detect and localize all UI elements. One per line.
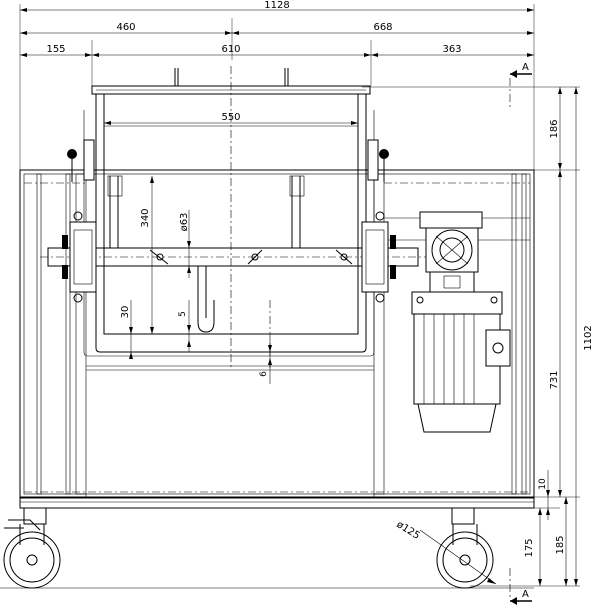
dim-overall-width: 1128	[264, 0, 289, 11]
dim-wheel-height: 175	[524, 538, 535, 557]
section-label-bottom: A	[522, 589, 529, 600]
dim-paddle-height: 340	[140, 208, 151, 227]
section-marker-bottom: A	[509, 568, 532, 605]
wheel-right: ø125	[394, 507, 497, 589]
dim-left-margin: 155	[46, 44, 65, 55]
wheel-left	[3, 507, 61, 589]
internal-dimensions: 340 ø63 30 5 6	[120, 176, 272, 384]
dim-base-to-floor: 185	[555, 535, 566, 554]
section-marker-top: A	[509, 62, 532, 108]
dim-paddle-gap: 5	[178, 311, 188, 317]
section-label-top: A	[522, 62, 529, 73]
dim-right-margin: 363	[442, 44, 461, 55]
top-dimensions: 1128 460 668 155 610 363	[19, 0, 535, 172]
dim-right-section: 668	[373, 22, 392, 33]
mixing-tank: 550	[83, 66, 375, 368]
dim-wall-thickness: 6	[259, 371, 269, 377]
dim-bottom-clearance: 30	[120, 306, 131, 319]
dim-base-thickness: 10	[538, 478, 548, 490]
gearbox-motor	[411, 211, 511, 433]
dim-tank-width: 610	[221, 44, 240, 55]
dim-total-height: 1102	[583, 325, 594, 350]
dim-top-height: 186	[549, 119, 560, 138]
right-dimensions: 1102 186 731 10 175 185	[362, 86, 594, 587]
agitator-shaft	[40, 139, 430, 333]
dim-shaft-diameter: ø63	[179, 213, 190, 232]
dim-frame-height: 731	[549, 370, 560, 389]
dim-left-section: 460	[116, 22, 135, 33]
dim-wheel-diameter: ø125	[394, 519, 421, 542]
frame	[19, 169, 535, 509]
